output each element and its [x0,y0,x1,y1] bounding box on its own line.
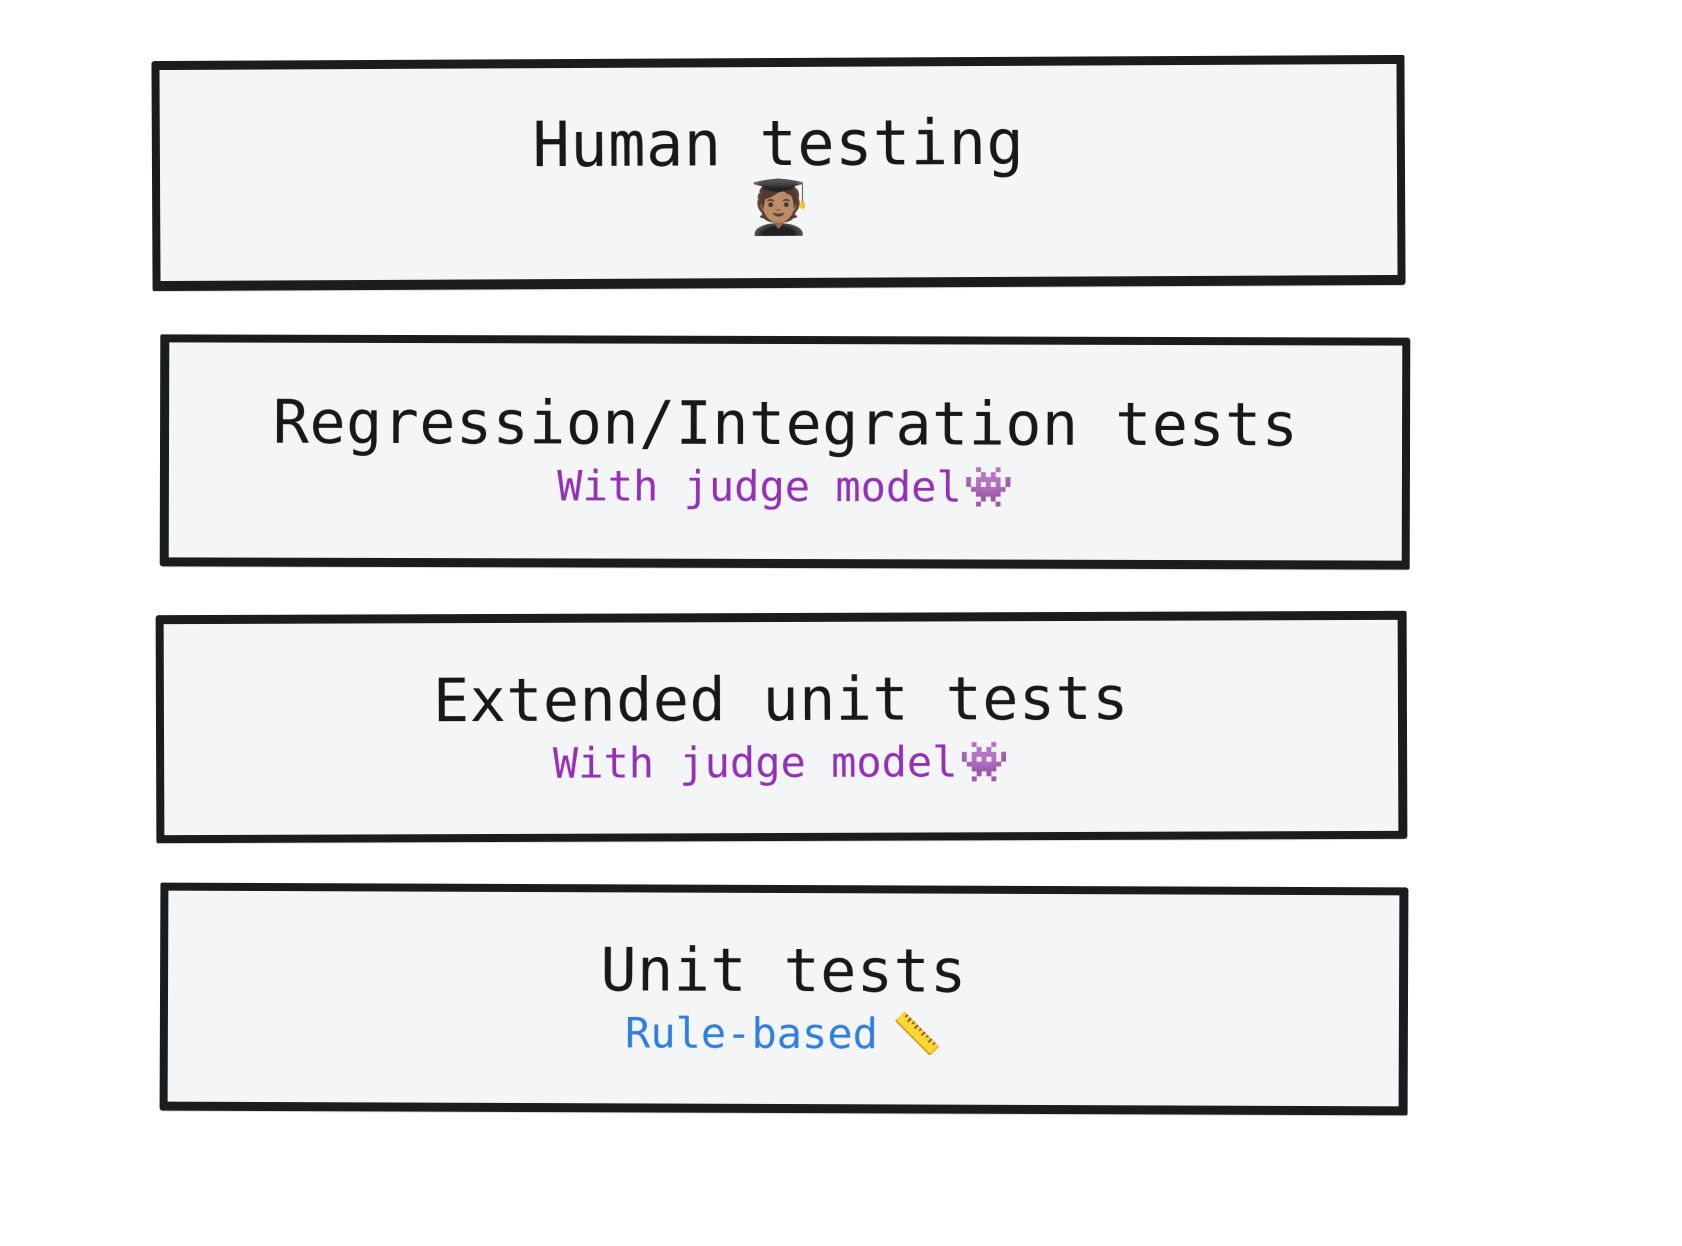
alien-monster-emoji: 👾 [963,464,1014,511]
layer-subtitle-text: With judge model [557,461,962,512]
layer-subtitle: With judge model 👾 [557,461,1014,512]
layer-title: Unit tests [600,934,967,1007]
layer-title: Extended unit tests [432,663,1129,736]
layer-human-testing[interactable]: Human testing 🧑🏽‍🎓 [151,54,1406,292]
layer-subtitle-text: With judge model [552,737,958,789]
layer-regression-integration-tests[interactable]: Regression/Integration tests With judge … [159,334,1411,570]
layer-extended-unit-tests[interactable]: Extended unit tests With judge model 👾 [155,610,1408,844]
layer-unit-tests[interactable]: Unit tests Rule-based 📏 [159,882,1409,1116]
layer-title: Human testing [532,105,1025,181]
student-graduate-emoji: 🧑🏽‍🎓 [746,178,812,239]
layer-subtitle-text: Rule-based [624,1008,878,1059]
alien-monster-emoji: 👾 [959,739,1010,786]
layer-subtitle: With judge model 👾 [552,737,1010,789]
straight-ruler-emoji: 📏 [891,1011,942,1058]
layer-subtitle: Rule-based 📏 [624,1008,942,1059]
layer-title: Regression/Integration tests [272,387,1299,460]
